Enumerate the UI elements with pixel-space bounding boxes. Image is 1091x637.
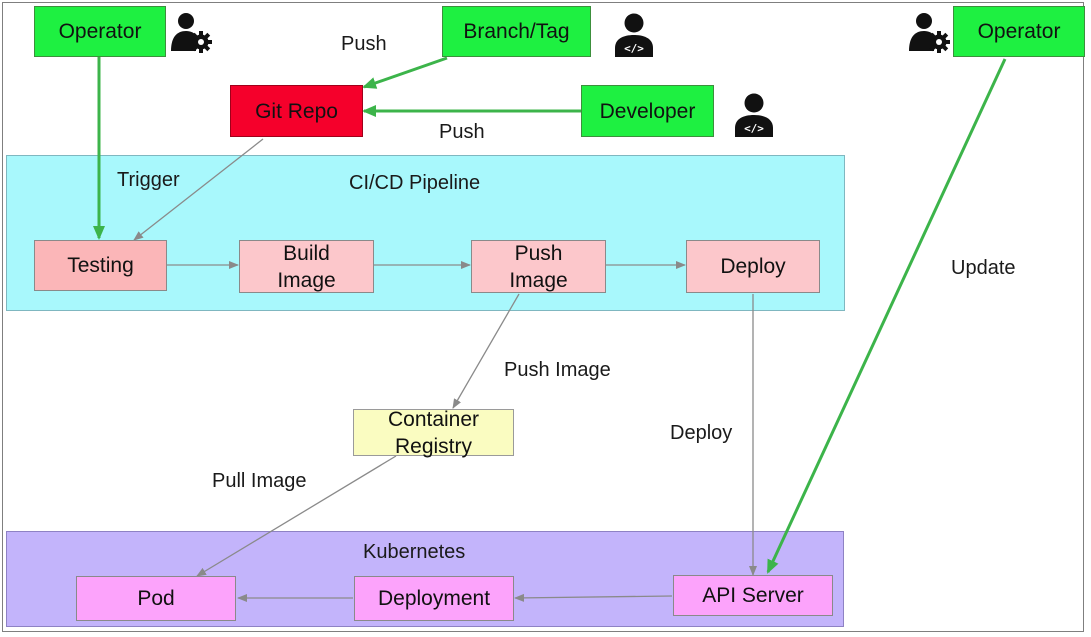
arrow-push-to-registry xyxy=(452,293,520,409)
edge-label-update: Update xyxy=(951,257,1016,279)
developer-node: Developer xyxy=(581,85,714,137)
api-server-node: API Server xyxy=(673,575,833,616)
deployment-node: Deployment xyxy=(354,576,514,621)
arrow-gitrepo-to-testing xyxy=(133,138,264,241)
operator-left-node: Operator xyxy=(34,6,166,57)
developer-code-icon: </> xyxy=(615,13,653,57)
arrow-apiserver-to-deployment xyxy=(514,593,673,602)
build-image-node: Build Image xyxy=(239,240,374,293)
container-registry-node: Container Registry xyxy=(353,408,514,458)
git-repo-node: Git Repo xyxy=(230,85,363,137)
arrow-branch-to-gitrepo xyxy=(362,56,448,89)
svg-text:</>: </> xyxy=(624,42,644,55)
arrow-registry-to-pod xyxy=(196,455,397,577)
edge-label-deploy: Deploy xyxy=(670,422,733,444)
operator-gear-icon xyxy=(171,13,212,53)
edge-label-trigger: Trigger xyxy=(117,169,180,191)
kubernetes-title: Kubernetes xyxy=(363,541,466,563)
cicd-pipeline-title: CI/CD Pipeline xyxy=(349,172,481,194)
push-image-node: Push Image xyxy=(471,240,606,293)
developer-code-icon: </> xyxy=(735,93,773,137)
edge-label-push-developer: Push xyxy=(439,121,485,143)
pod-node: Pod xyxy=(76,576,236,621)
operator-gear-icon xyxy=(909,13,950,53)
edge-label-pull-image: Pull Image xyxy=(212,470,307,492)
edge-label-push-image: Push Image xyxy=(504,359,611,381)
branch-tag-node: Branch/Tag xyxy=(442,6,591,57)
deploy-node: Deploy xyxy=(686,240,820,293)
arrow-operator-to-apiserver xyxy=(766,58,1007,574)
svg-text:</>: </> xyxy=(744,122,764,135)
testing-node: Testing xyxy=(34,240,167,291)
edge-label-push-branch: Push xyxy=(341,33,387,55)
operator-right-node: Operator xyxy=(953,6,1085,57)
